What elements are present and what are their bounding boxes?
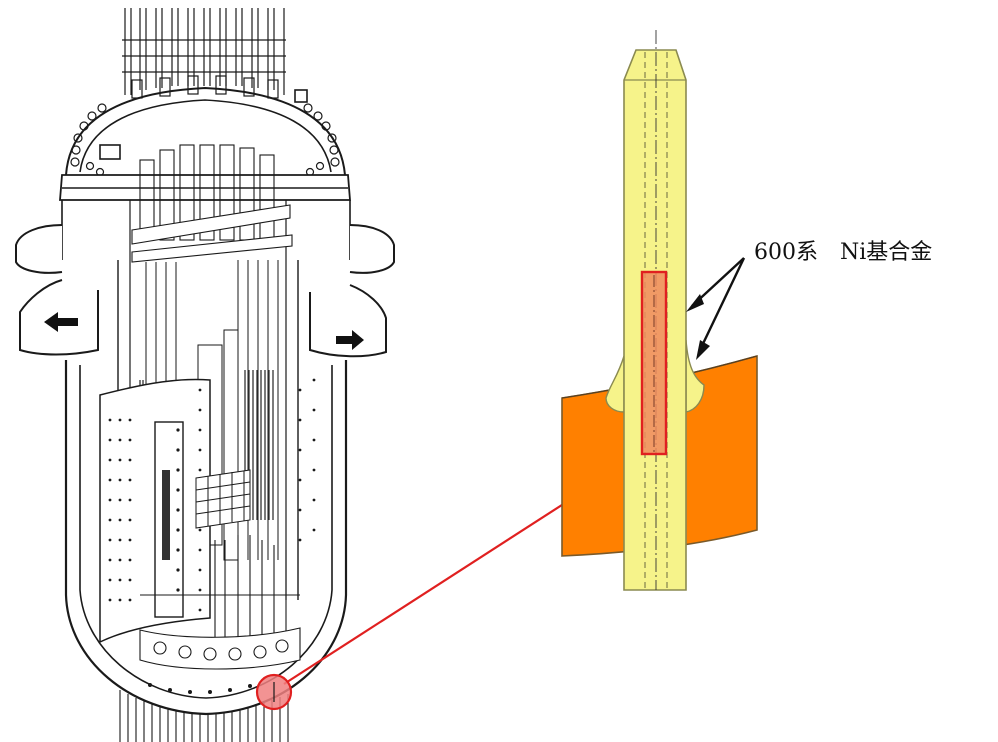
upper-internals: [131, 144, 293, 263]
callout-connector-line: [283, 502, 566, 685]
closure-head: [65, 86, 346, 176]
lower-core-plate: [195, 469, 251, 529]
nozzle-detail-section: [561, 30, 758, 591]
annotation-arrows: [686, 257, 746, 360]
material-label: 600系 Ni基合金: [754, 240, 933, 265]
outflow-arrow: [44, 312, 78, 332]
vessel-shell: [64, 360, 348, 716]
cr-drive-shafts: [122, 8, 286, 99]
lower-internals: [139, 535, 301, 670]
j-groove-weld: [605, 355, 625, 413]
inflow-arrow: [336, 330, 364, 350]
stud-holes: [70, 103, 340, 177]
outlet-nozzle-left: [15, 224, 63, 274]
reactor-vessel-cutaway: [15, 8, 395, 742]
